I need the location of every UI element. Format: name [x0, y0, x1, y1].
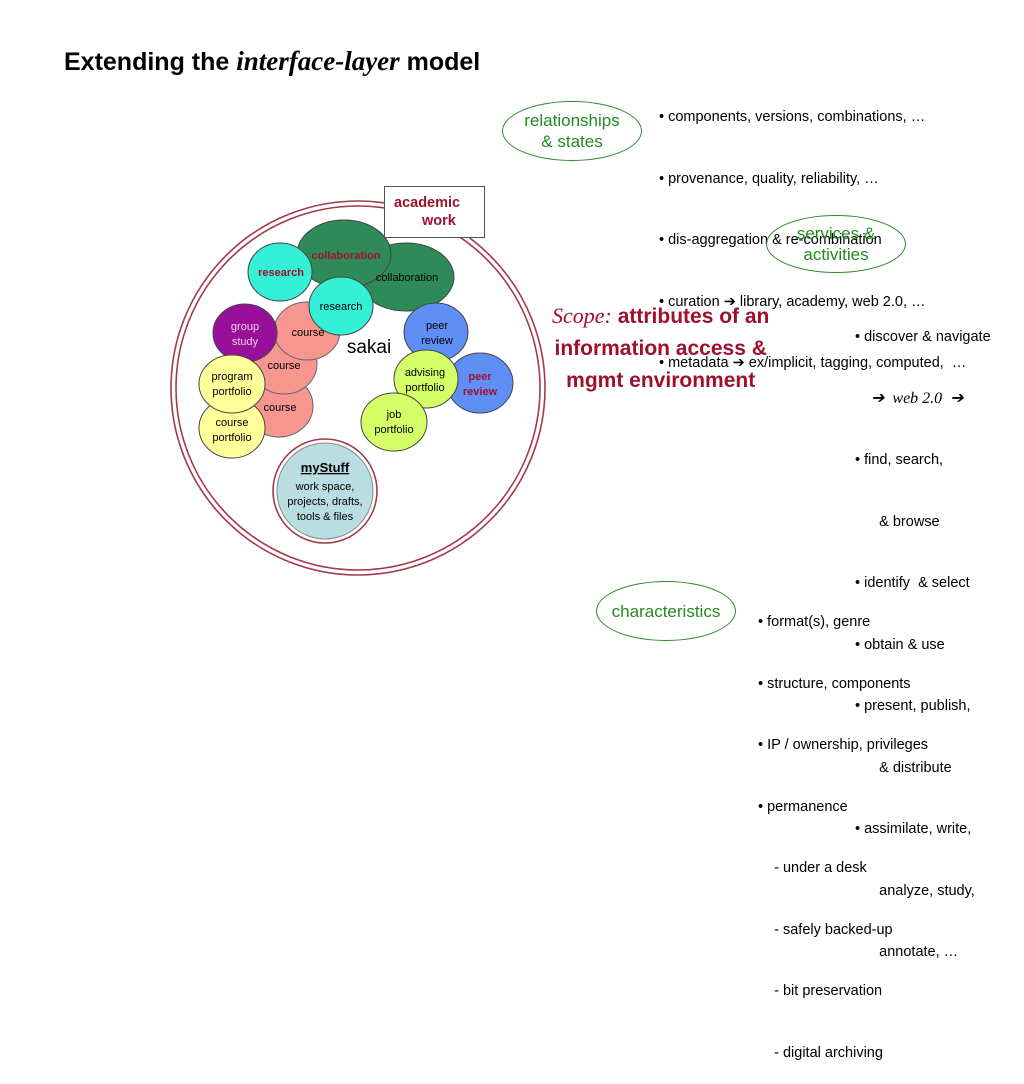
bullet-item: - bit preservation — [758, 983, 883, 999]
inner-ring — [175, 205, 541, 571]
bullet-item: - digital archiving — [758, 1044, 883, 1061]
mystuff-title: myStuff — [301, 460, 350, 475]
services-oval: services & activities — [766, 215, 906, 273]
course-label-2: course — [267, 360, 300, 372]
scope-line-1: attributes of an — [611, 305, 770, 328]
collaboration-right-label: collaboration — [376, 272, 438, 284]
course-portfolio-label-2: portfolio — [212, 432, 251, 444]
services-label-1: services & — [796, 224, 876, 243]
sakai-label: sakai — [347, 337, 391, 358]
group-study-label-1: group — [231, 321, 259, 333]
collaboration-top-label: collaboration — [311, 250, 380, 262]
title-italic: interface-layer — [236, 46, 400, 76]
peer-review-bold-label-2: review — [463, 386, 498, 398]
job-portfolio-bubble — [360, 392, 428, 452]
scope-statement: Scope: attributes of an information acce… — [552, 300, 769, 397]
title-prefix: Extending the — [64, 48, 237, 76]
bullet-item: - safely backed-up — [758, 921, 893, 938]
research-bubble-mid — [308, 276, 374, 336]
mystuff-line-1: work space, — [295, 481, 355, 493]
academic-work-box: academic work — [384, 186, 485, 238]
course-label-3: course — [263, 402, 296, 414]
bullet-item: • metadata ➔ ex/implicit, tagging, compu… — [659, 355, 967, 371]
bullet-item: • obtain & use — [855, 636, 945, 653]
bullet-item: • provenance, quality, reliability, … — [659, 170, 879, 187]
bullet-item: • present, publish, — [855, 698, 971, 714]
advising-label-1: advising — [405, 367, 445, 379]
scope-line-2: information access & — [554, 337, 767, 360]
research-bubble-small — [247, 242, 313, 302]
characteristics-label: characteristics — [611, 601, 721, 621]
characteristics-oval: characteristics — [596, 581, 736, 641]
course-label-1: course — [291, 327, 324, 339]
bullet-item: • components, versions, combinations, … — [659, 109, 926, 125]
program-label-1: program — [212, 371, 253, 383]
slide-title: Extending the interface-layer model — [64, 46, 480, 77]
advising-portfolio-bubble — [393, 349, 459, 409]
mystuff-bubble — [276, 442, 374, 540]
sakai-diagram: collaboration collaboration research res… — [170, 200, 546, 576]
academic-work-line-1: academic — [394, 195, 461, 211]
peer-review-label-1: peer — [426, 320, 448, 332]
bullet-item: • structure, components — [758, 675, 911, 692]
job-label-1: job — [386, 409, 402, 421]
bullet-item: • curation ➔ library, academy, web 2.0, … — [659, 293, 926, 310]
title-suffix: model — [399, 48, 481, 76]
academic-work-line-2: work — [422, 213, 456, 229]
advising-label-2: portfolio — [405, 382, 444, 394]
bullet-item: • permanence — [758, 798, 848, 815]
bullet-item: ➔ web 2.0 ➔ — [855, 389, 964, 407]
bullet-item: • find, search, — [855, 452, 944, 468]
peer-review-bold-label-1: peer — [468, 371, 492, 383]
research-mid-label: research — [320, 301, 363, 313]
bullet-item: • identify & select — [855, 575, 970, 591]
job-label-2: portfolio — [374, 424, 413, 436]
relationships-oval: relationships & states — [502, 101, 642, 161]
relationships-label-1: relationships — [524, 111, 620, 130]
mystuff-line-2: projects, drafts, — [287, 496, 362, 508]
outer-ring — [170, 200, 546, 576]
program-portfolio-bubble — [198, 354, 266, 414]
group-study-label-2: study — [232, 336, 259, 348]
bullet-item: • discover & navigate — [855, 329, 991, 345]
research-small-label: research — [258, 267, 304, 279]
bullet-item: & browse — [855, 513, 940, 530]
peer-review-label-2: review — [421, 335, 453, 347]
bullet-item: • IP / ownership, privileges — [758, 737, 929, 753]
relationships-label-2: & states — [541, 132, 603, 151]
services-label-2: activities — [803, 245, 869, 264]
course-portfolio-label-1: course — [215, 417, 248, 429]
bullet-item: - under a desk — [758, 860, 867, 876]
group-study-bubble — [212, 303, 278, 363]
scope-word: Scope: — [552, 303, 612, 328]
scope-line-3: mgmt environment — [566, 369, 756, 392]
mystuff-line-3: tools & files — [297, 511, 354, 523]
mystuff-ring — [272, 438, 378, 544]
bullet-item: • format(s), genre — [758, 614, 871, 630]
program-label-2: portfolio — [212, 386, 251, 398]
